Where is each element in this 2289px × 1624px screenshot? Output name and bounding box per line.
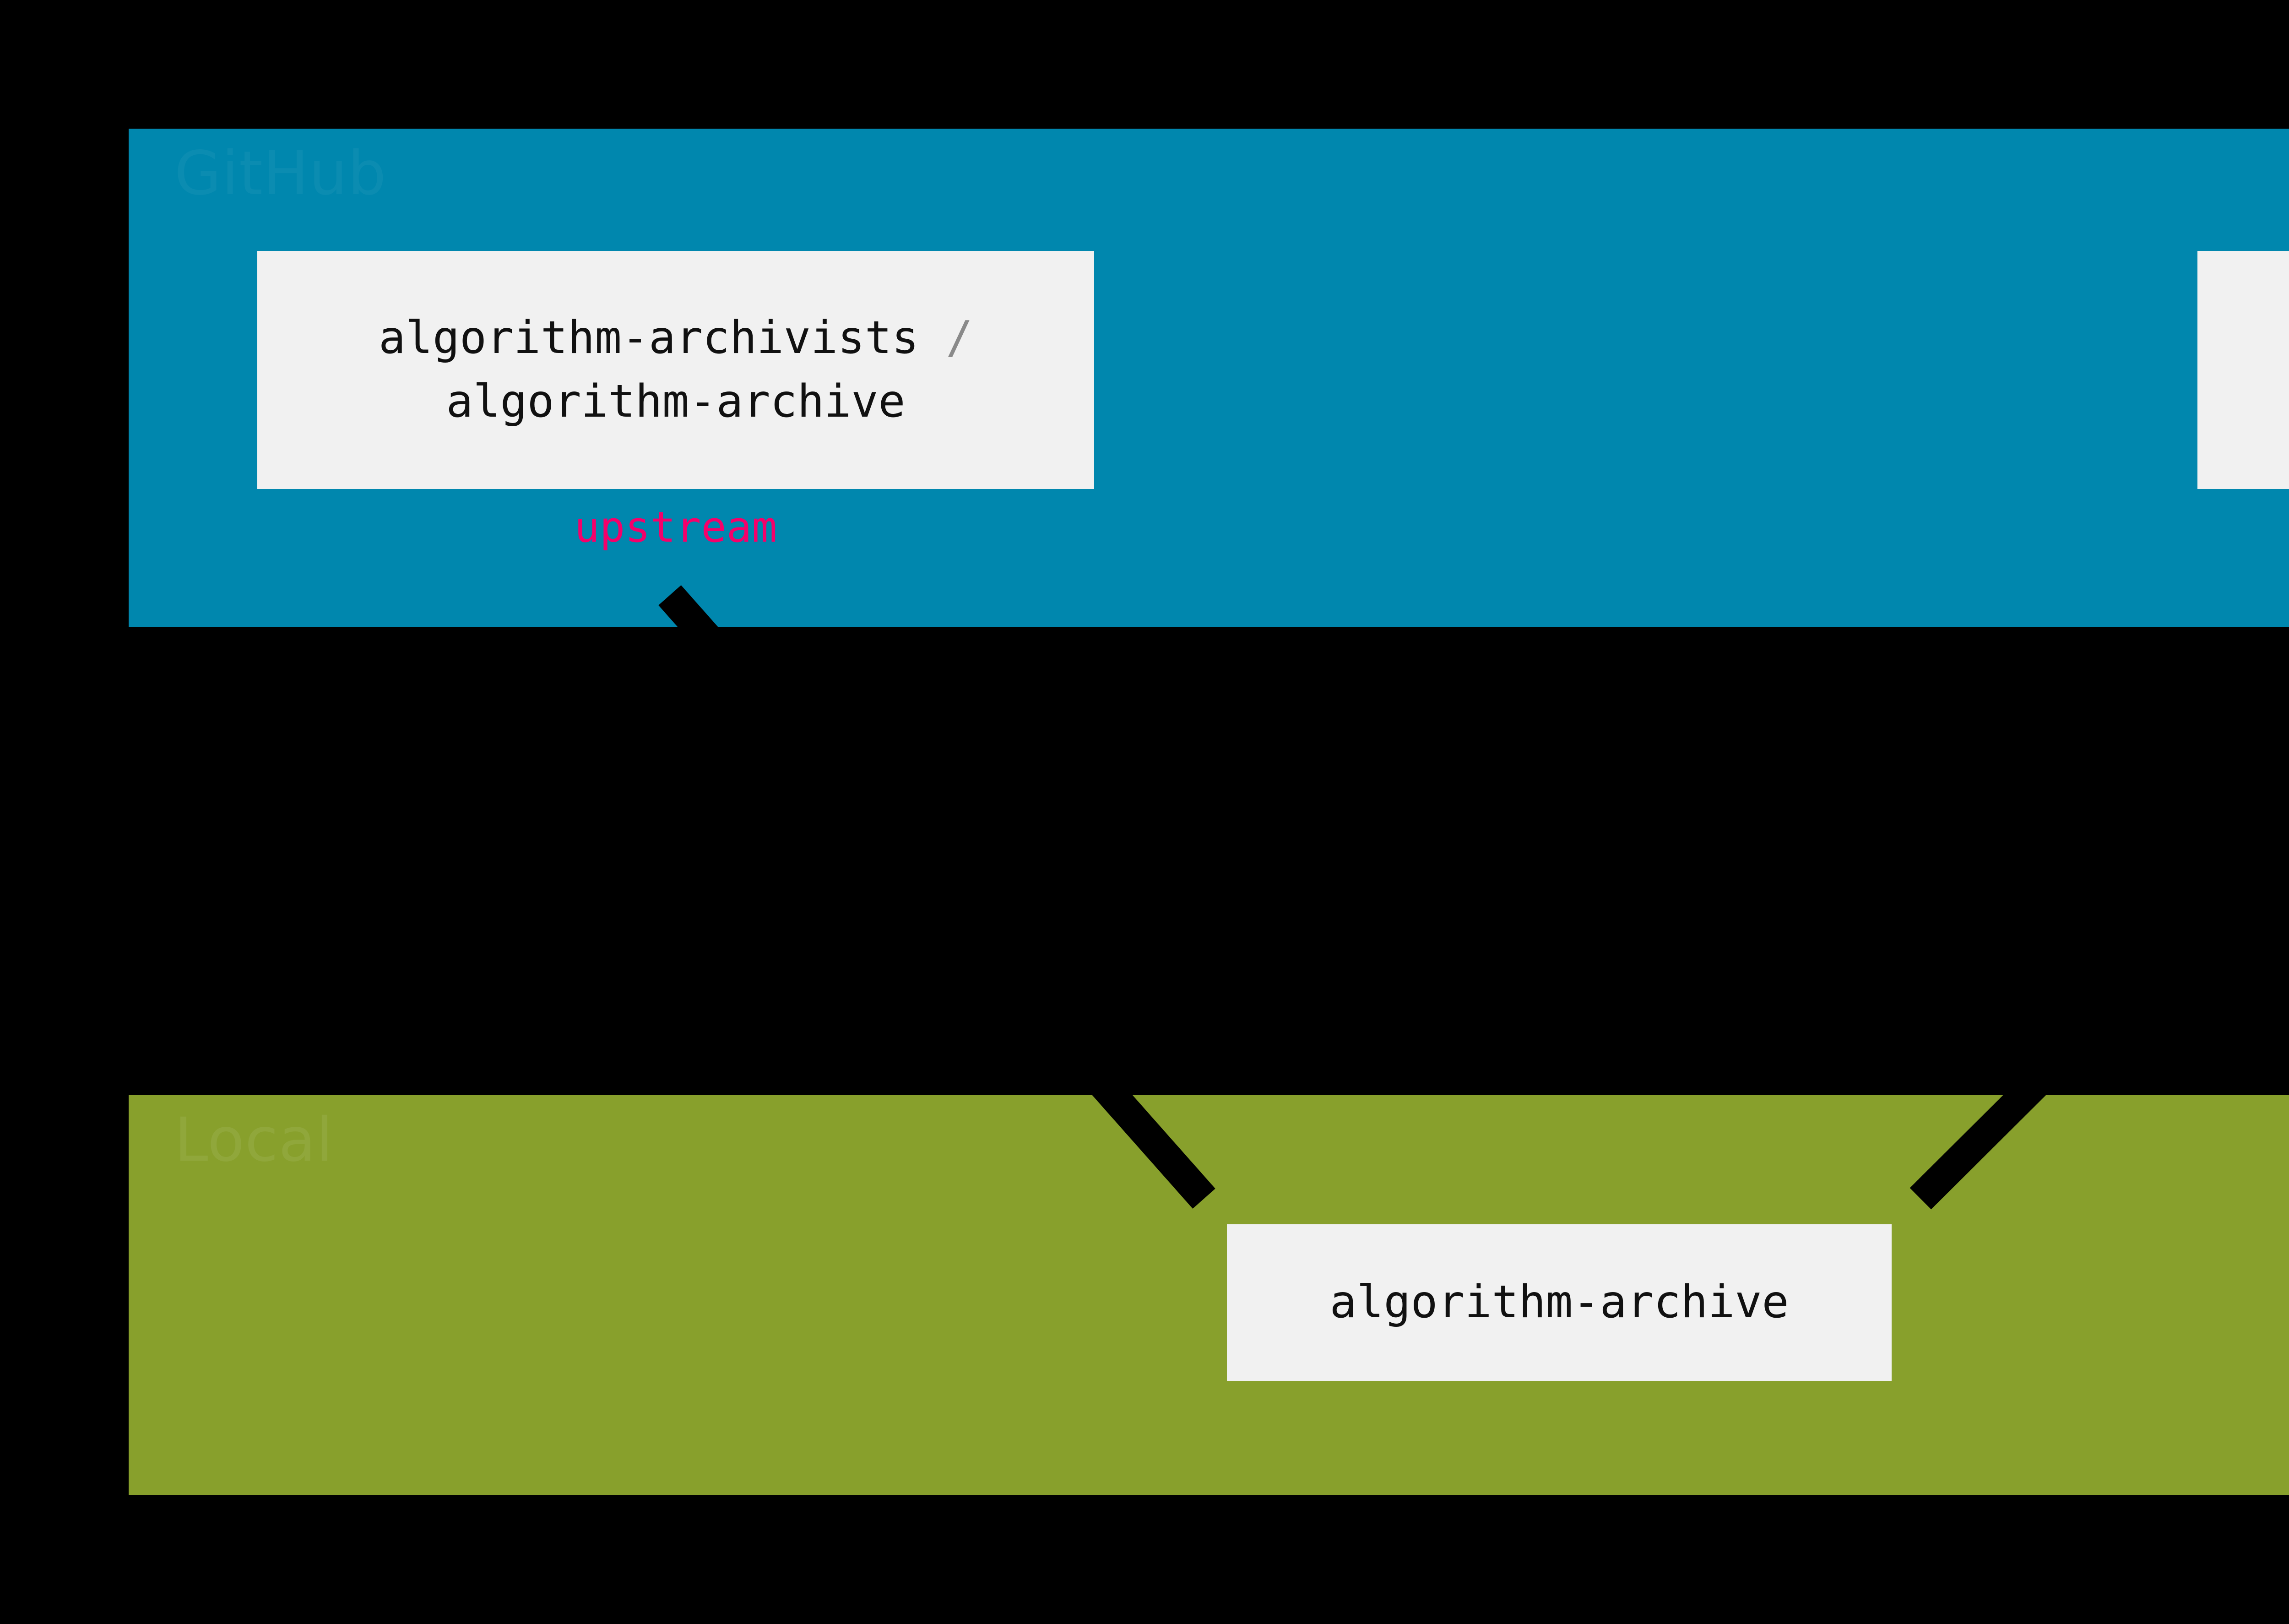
upstream-remote-name-label: upstream (574, 503, 777, 552)
local-region-label: Local (174, 1105, 334, 1175)
upstream-owner: algorithm-archivists (378, 311, 919, 364)
local-clone-box[interactable]: algorithm-archive (1227, 1224, 1892, 1381)
origin-repository-box[interactable]: your-name / algorithm-archive (2197, 251, 2289, 489)
upstream-owner-line: algorithm-archivists / (379, 306, 973, 370)
local-region-panel: Local (129, 1095, 2289, 1495)
local-repo-name: algorithm-archive (1329, 1276, 1789, 1329)
upstream-separator-icon: / (919, 311, 973, 364)
remote-region-label: GitHub (174, 143, 386, 204)
upstream-repository-box[interactable]: algorithm-archivists / algorithm-archive (257, 251, 1094, 489)
upstream-repo-name: algorithm-archive (446, 375, 906, 428)
